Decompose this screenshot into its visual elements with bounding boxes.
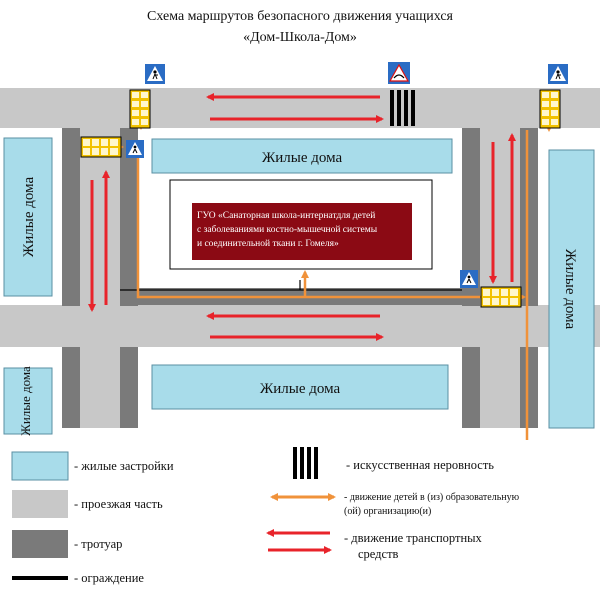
fence-line bbox=[120, 280, 462, 291]
legend-sidewalk-swatch bbox=[12, 530, 68, 558]
pedestrian-crossing-sign-icon bbox=[548, 64, 568, 84]
residential-block-left bbox=[3, 137, 53, 297]
diagram-title-line1: Схема маршрутов безопасного движения уча… bbox=[147, 9, 454, 24]
legend-bump-label: - искусственная неровность bbox=[346, 458, 494, 472]
traffic-light-right bbox=[480, 286, 522, 308]
speed-bump-warning-sign-icon bbox=[388, 62, 410, 84]
sidewalk-left-inner bbox=[120, 128, 138, 306]
residential-block-left-label: Жилые дома bbox=[21, 176, 37, 257]
sidewalk-left-outer bbox=[62, 128, 80, 306]
legend-traffic-label-line2: средств bbox=[358, 547, 399, 561]
diagram-title-line2: «Дом-Школа-Дом» bbox=[243, 30, 357, 45]
pedestrian-crossing-sign-icon bbox=[460, 270, 478, 288]
sidewalk-right-inner bbox=[462, 128, 480, 306]
traffic-light-top-left bbox=[129, 89, 151, 129]
roadway-right bbox=[480, 88, 520, 428]
residential-block-bottom bbox=[151, 364, 449, 410]
sidewalk-left-inner-lower bbox=[120, 347, 138, 428]
residential-block-bottom-left bbox=[3, 367, 53, 435]
legend-children-label-line1: - движение детей в (из) образовательную bbox=[344, 492, 520, 503]
school-name-line3: и соединительной ткани г. Гомеля» bbox=[197, 238, 339, 249]
school-name-line2: с заболеваниями костно-мышечной системы bbox=[197, 224, 378, 235]
legend-children-label-line2: (ой) организацию(и) bbox=[344, 506, 431, 517]
residential-block-right bbox=[548, 149, 595, 429]
sidewalk-right-outer bbox=[520, 128, 538, 306]
legend-roadway-swatch bbox=[12, 490, 68, 518]
traffic-arrows bbox=[88, 93, 516, 341]
legend-fence-swatch bbox=[12, 576, 68, 580]
school-building bbox=[192, 203, 412, 260]
school-name-line1: ГУО «Санаторная школа-интернатдля детей bbox=[197, 210, 375, 221]
legend-sidewalk-label: - тротуар bbox=[74, 537, 122, 551]
sidewalk-left-outer-lower bbox=[62, 347, 80, 428]
legend-traffic-label-line1: - движение транспортных bbox=[344, 531, 483, 545]
speed-bump bbox=[390, 90, 415, 126]
traffic-light-left bbox=[80, 136, 122, 158]
legend-roadway-label: - проезжая часть bbox=[74, 497, 163, 511]
residential-block-top bbox=[151, 138, 453, 174]
residential-block-right-label: Жилые дома bbox=[562, 249, 578, 330]
legend-residential-label: - жилые застройки bbox=[74, 459, 174, 473]
legend-bump-swatch bbox=[293, 447, 318, 479]
residential-block-bottom-label: Жилые дома bbox=[260, 381, 341, 397]
legend-residential-swatch bbox=[11, 451, 69, 481]
residential-block-top-label: Жилые дома bbox=[262, 150, 343, 166]
pedestrian-crossing-sign-icon bbox=[126, 140, 144, 158]
sidewalk-right-outer-lower bbox=[520, 347, 538, 428]
sidewalk-right-inner-lower bbox=[462, 347, 480, 428]
traffic-light-top-right bbox=[539, 89, 561, 129]
legend-fence-label: - ограждение bbox=[74, 571, 144, 585]
pedestrian-crossing-sign-icon bbox=[145, 64, 165, 84]
residential-block-bottom-left-label: Жилые дома bbox=[18, 366, 33, 436]
